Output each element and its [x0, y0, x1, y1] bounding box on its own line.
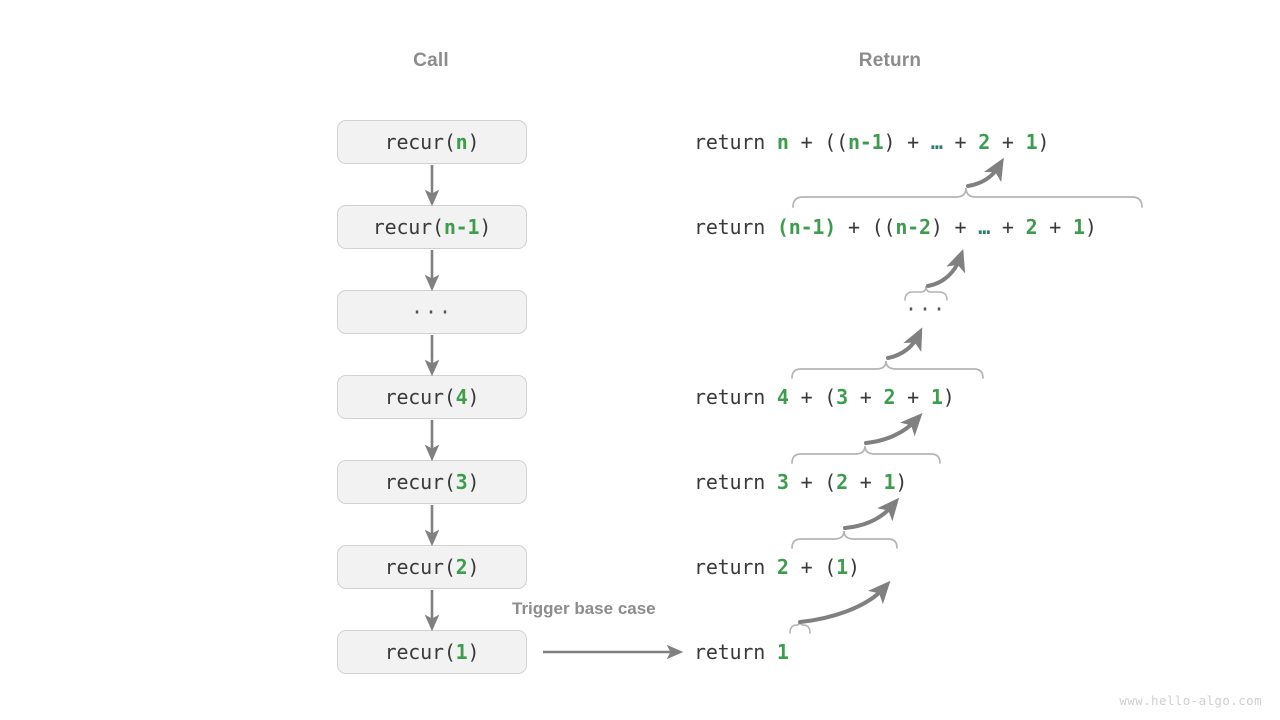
return-expression-row-4: return 4 + (3 + 2 + 1) [694, 383, 955, 411]
call-box-arg: n [455, 130, 468, 154]
return-arrow-3-to-2 [926, 248, 966, 288]
brace-row-5 [791, 445, 941, 464]
return-expression-row-2: return (n-1) + ((n-2) + … + 2 + 1) [694, 213, 1097, 241]
return-token-6: + [895, 385, 931, 409]
trigger-base-case-label: Trigger base case [512, 599, 656, 618]
return-arrow-5-to-4 [864, 412, 923, 445]
return-token-7: 2 [978, 130, 991, 154]
call-box-fn: recur( [384, 130, 456, 154]
return-arrow-4-to-3 [886, 327, 923, 360]
call-box-fn: recur( [384, 555, 456, 579]
call-box-arg: 4 [455, 385, 468, 409]
call-box-close: ) [479, 215, 492, 239]
return-token-0: return [694, 640, 777, 664]
return-token-1: 4 [776, 385, 789, 409]
call-box-close: ) [467, 130, 480, 154]
return-token-0: return [694, 555, 777, 579]
return-arrow-7-to-6 [798, 580, 891, 624]
return-token-3: 2 [836, 470, 848, 494]
return-token-1: 1 [776, 640, 789, 664]
brace-row-6 [791, 530, 898, 549]
call-box-arg: 1 [455, 640, 468, 664]
call-box-recur-n[interactable]: recur(n) [337, 120, 527, 164]
column-header-return: Return [858, 50, 922, 71]
return-token-5: 1 [883, 470, 896, 494]
return-token-3: 3 [836, 385, 848, 409]
return-token-1: (n-1) [776, 215, 837, 239]
return-expression-row-5: return 3 + (2 + 1) [694, 468, 907, 496]
call-box-recur-1[interactable]: recur(1) [337, 630, 527, 674]
return-token-2: + ( [788, 555, 837, 579]
call-box-ellipsis: ··· [337, 290, 527, 334]
call-box-recur-2[interactable]: recur(2) [337, 545, 527, 589]
return-token-4: ) + [883, 130, 931, 154]
call-box-close: ) [467, 640, 480, 664]
brace-row-2 [792, 187, 1143, 208]
return-token-3: n-2 [895, 215, 931, 239]
return-token-3: n-1 [847, 130, 884, 154]
return-token-7: 1 [930, 385, 943, 409]
call-box-fn: recur( [384, 385, 456, 409]
return-token-0: return [694, 130, 777, 154]
return-token-10: ) [1037, 130, 1050, 154]
return-token-1: 3 [776, 470, 789, 494]
return-token-6: ) [895, 470, 908, 494]
return-arrow-6-to-5 [843, 497, 900, 530]
brace-row-7 [789, 619, 811, 634]
call-box-fn: recur( [384, 640, 456, 664]
return-token-2: + (( [788, 130, 849, 154]
return-token-0: return [694, 215, 777, 239]
return-token-2: + ( [788, 385, 837, 409]
call-box-close: ) [467, 555, 480, 579]
return-token-3: 1 [836, 555, 848, 579]
return-token-1: 2 [776, 555, 789, 579]
call-box-close: ) [467, 385, 480, 409]
return-token-2: + (( [836, 215, 896, 239]
return-token-5: … [978, 215, 991, 239]
return-token-8: + [990, 130, 1026, 154]
return-token-0: return [694, 470, 777, 494]
return-token-8: ) [942, 385, 955, 409]
return-token-6: + [990, 215, 1026, 239]
call-box-arg: 2 [455, 555, 468, 579]
return-token-0: return [694, 385, 777, 409]
return-expression-row-7: return 1 [694, 638, 789, 666]
return-token-2: + ( [788, 470, 837, 494]
call-box-arg: 3 [455, 470, 468, 494]
return-token-4: + [847, 470, 884, 494]
return-expression-row-6: return 2 + (1) [694, 553, 860, 581]
return-token-5: 2 [883, 385, 896, 409]
call-box-recur-3[interactable]: recur(3) [337, 460, 527, 504]
call-box-recur-n-1[interactable]: recur(n-1) [337, 205, 527, 249]
call-box-close: ) [467, 470, 480, 494]
column-header-call: Call [413, 50, 449, 71]
return-token-8: + [1037, 215, 1073, 239]
brace-row-4 [791, 360, 984, 379]
return-token-9: 1 [1025, 130, 1038, 154]
call-box-arg: n-1 [443, 215, 480, 239]
return-token-4: ) + [930, 215, 979, 239]
return-token-7: 2 [1025, 215, 1038, 239]
return-token-4: ) [847, 555, 860, 579]
return-token-10: ) [1084, 215, 1097, 239]
return-expression-row-1: return n + ((n-1) + … + 2 + 1) [694, 128, 1049, 156]
call-box-recur-4[interactable]: recur(4) [337, 375, 527, 419]
return-token-1: n [776, 130, 789, 154]
return-token-9: 1 [1072, 215, 1085, 239]
watermark: www.hello-algo.com [1119, 693, 1262, 708]
call-box-fn: recur( [384, 470, 456, 494]
return-ellipsis: ··· [904, 297, 948, 321]
return-token-4: + [847, 385, 884, 409]
return-token-6: + [942, 130, 979, 154]
call-box-ellipsis-text: ··· [410, 300, 454, 324]
return-token-5: … [930, 130, 943, 154]
return-arrow-2-to-1 [966, 157, 1004, 188]
call-box-fn: recur( [372, 215, 444, 239]
